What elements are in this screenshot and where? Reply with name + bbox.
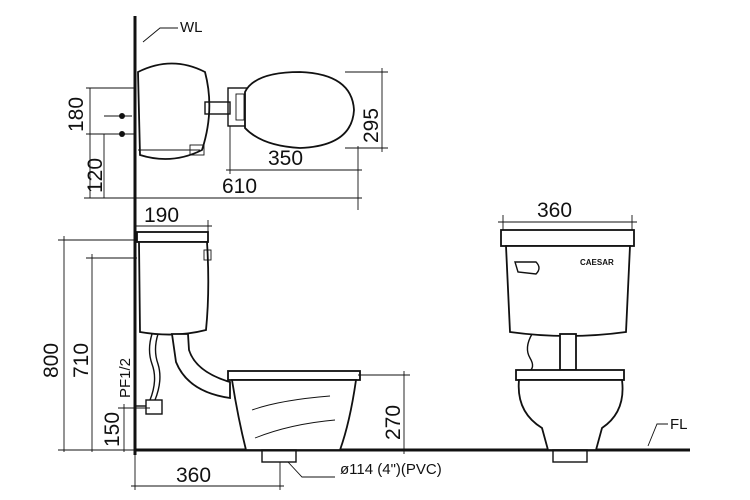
- pipe-leader: [287, 461, 335, 478]
- dim-150: 150: [101, 412, 124, 447]
- tank-depth-dimension: [135, 220, 212, 232]
- dim-120: 120: [84, 158, 107, 193]
- wl-leader: [142, 27, 178, 43]
- tank-top-view: [137, 62, 211, 160]
- supply-line: [148, 333, 156, 401]
- front-flush-pipe: [559, 333, 577, 371]
- flush-pipe: [170, 333, 231, 400]
- seat-hinge: [204, 101, 231, 115]
- top-left-dimensions: [84, 87, 135, 199]
- dim-360-top: 360: [537, 199, 572, 222]
- tank-lid-side: [136, 231, 209, 243]
- dim-270: 270: [382, 405, 405, 440]
- bowl-height-dimension: [358, 371, 410, 454]
- front-seat: [515, 369, 625, 381]
- tank-lid-front: [500, 229, 635, 247]
- wall-label: WL: [180, 19, 203, 36]
- dim-180: 180: [65, 97, 88, 132]
- dim-295: 295: [360, 108, 383, 143]
- pipe-label: ø114 (4")(PVC): [340, 461, 442, 478]
- front-bowl: [517, 379, 624, 451]
- seat-side: [227, 370, 361, 381]
- dim-710: 710: [70, 343, 93, 378]
- seat-length-dimension: [226, 126, 362, 210]
- dim-350: 350: [268, 147, 303, 170]
- tank-outlet-height-dimension: [86, 254, 137, 452]
- connection-label: PF1/2: [117, 358, 134, 398]
- flush-handle: [514, 261, 540, 275]
- dim-360-bottom: 360: [176, 464, 211, 487]
- tank-side: [138, 241, 210, 336]
- outlet-distance-dimension: [131, 455, 284, 490]
- front-floor-pipe: [552, 449, 588, 463]
- dim-190: 190: [144, 204, 179, 227]
- seat-depth-dimension: [345, 68, 388, 152]
- floor-pipe: [261, 449, 297, 463]
- total-height-dimension: [58, 236, 137, 452]
- front-view: CAESAR: [500, 229, 635, 463]
- seat-top-view: [244, 71, 355, 149]
- valve-height-dimension: [118, 404, 150, 452]
- tank-width-dimension: [498, 215, 637, 230]
- side-view: [135, 231, 361, 463]
- floor-label: FL: [670, 416, 688, 433]
- bowl-side: [230, 379, 358, 451]
- angle-valve: [145, 399, 163, 415]
- dim-800: 800: [40, 343, 63, 378]
- top-view: [137, 62, 355, 160]
- fl-leader: [647, 423, 668, 447]
- dim-610: 610: [222, 175, 257, 198]
- brand-label: CAESAR: [580, 258, 614, 267]
